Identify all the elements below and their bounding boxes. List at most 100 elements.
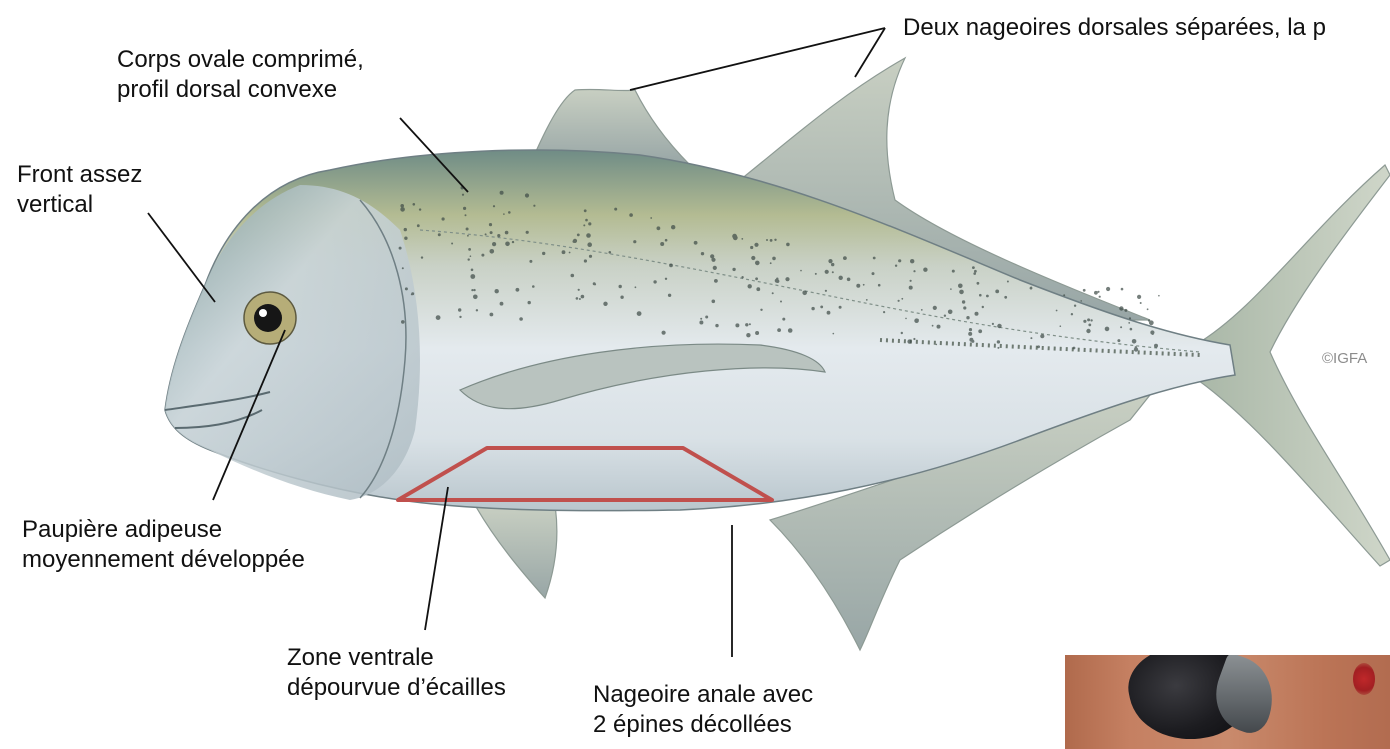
body-speckle xyxy=(489,223,492,226)
body-speckle xyxy=(800,270,802,272)
body-speckle xyxy=(421,256,423,258)
body-speckle xyxy=(913,338,915,340)
body-speckle xyxy=(1158,295,1160,297)
body-speckle xyxy=(694,241,698,245)
body-speckle xyxy=(1099,296,1101,298)
label-front-line1: Front assez xyxy=(17,160,142,190)
body-speckle xyxy=(944,315,946,317)
body-speckle xyxy=(898,259,901,262)
label-anal-line2: 2 épines décollées xyxy=(593,710,813,740)
body-speckle xyxy=(473,295,478,300)
body-speckle xyxy=(755,277,758,280)
body-speckle xyxy=(997,340,1000,343)
body-speckle xyxy=(1120,326,1122,328)
body-speckle xyxy=(413,203,416,206)
body-speckle xyxy=(1117,339,1120,342)
label-body-line1: Corps ovale comprimé, xyxy=(117,45,364,75)
body-speckle xyxy=(963,306,966,309)
body-speckle xyxy=(528,301,531,304)
body-speckle xyxy=(400,204,404,208)
body-speckle xyxy=(910,280,912,282)
body-speckle xyxy=(973,272,976,275)
body-speckle xyxy=(802,291,807,296)
body-speckle xyxy=(732,268,735,271)
body-speckle xyxy=(751,256,755,260)
body-speckle xyxy=(588,222,591,225)
body-speckle xyxy=(969,328,972,331)
body-speckle xyxy=(950,288,952,290)
body-speckle xyxy=(746,333,750,337)
body-speckle xyxy=(571,274,575,278)
body-speckle xyxy=(972,266,975,269)
body-speckle xyxy=(839,276,843,280)
label-ventral-zone: Zone ventrale dépourvue d’écailles xyxy=(287,643,506,703)
body-speckle xyxy=(713,266,717,270)
body-speckle xyxy=(958,284,963,289)
body-speckle xyxy=(470,274,475,279)
body-speckle xyxy=(755,261,760,266)
body-speckle xyxy=(619,285,622,288)
body-speckle xyxy=(933,306,937,310)
body-speckle xyxy=(577,234,580,237)
body-speckle xyxy=(760,309,762,311)
body-speckle xyxy=(442,217,445,220)
body-speckle xyxy=(756,287,760,291)
body-speckle xyxy=(923,268,927,272)
body-speckle xyxy=(856,284,860,288)
body-speckle xyxy=(883,311,885,313)
body-speckle xyxy=(650,217,652,219)
eye xyxy=(254,304,282,332)
body-speckle xyxy=(913,270,915,272)
body-speckle xyxy=(657,226,661,230)
body-speckle xyxy=(895,265,897,267)
body-speckle xyxy=(465,214,467,216)
body-speckle xyxy=(516,288,520,292)
body-speckle xyxy=(476,309,478,311)
body-speckle xyxy=(629,213,633,217)
body-speckle xyxy=(1040,334,1044,338)
body-speckle xyxy=(776,280,779,283)
body-speckle xyxy=(982,306,984,308)
body-speckle xyxy=(992,323,994,325)
body-speckle xyxy=(1087,318,1090,321)
body-speckle xyxy=(732,234,737,239)
body-speckle xyxy=(526,231,529,234)
body-speckle xyxy=(1132,339,1137,344)
body-speckle xyxy=(785,277,789,281)
label-dorsal-fins-text: Deux nageoires dorsales séparées, la p xyxy=(903,13,1326,43)
body-speckle xyxy=(490,249,495,254)
body-speckle xyxy=(463,207,466,210)
body-speckle xyxy=(825,290,827,292)
body-speckle xyxy=(1074,305,1076,307)
body-speckle xyxy=(966,316,969,319)
body-speckle xyxy=(701,252,704,255)
body-speckle xyxy=(1128,322,1130,324)
body-speckle xyxy=(492,242,496,246)
body-speckle xyxy=(714,279,718,283)
body-speckle xyxy=(772,292,774,294)
body-speckle xyxy=(770,262,772,264)
body-speckle xyxy=(503,213,505,215)
label-ventral-line2: dépourvue d’écailles xyxy=(287,673,506,703)
body-speckle xyxy=(700,318,702,320)
body-speckle xyxy=(603,302,607,306)
body-speckle xyxy=(586,233,591,238)
body-speckle xyxy=(754,243,758,247)
body-speckle xyxy=(1094,291,1098,295)
body-speckle xyxy=(788,328,793,333)
body-speckle xyxy=(620,296,623,299)
body-speckle xyxy=(832,271,834,273)
body-speckle xyxy=(774,239,776,241)
body-speckle xyxy=(584,259,587,262)
body-speckle xyxy=(1071,313,1073,315)
body-speckle xyxy=(495,289,499,293)
body-speckle xyxy=(901,332,903,334)
body-speckle xyxy=(1004,296,1007,299)
label-front-line2: vertical xyxy=(17,190,142,220)
body-speckle xyxy=(665,278,667,280)
body-speckle xyxy=(815,273,817,275)
eye-highlight xyxy=(259,309,267,317)
body-speckle xyxy=(907,339,911,343)
body-speckle xyxy=(562,250,566,254)
body-speckle xyxy=(959,290,964,295)
